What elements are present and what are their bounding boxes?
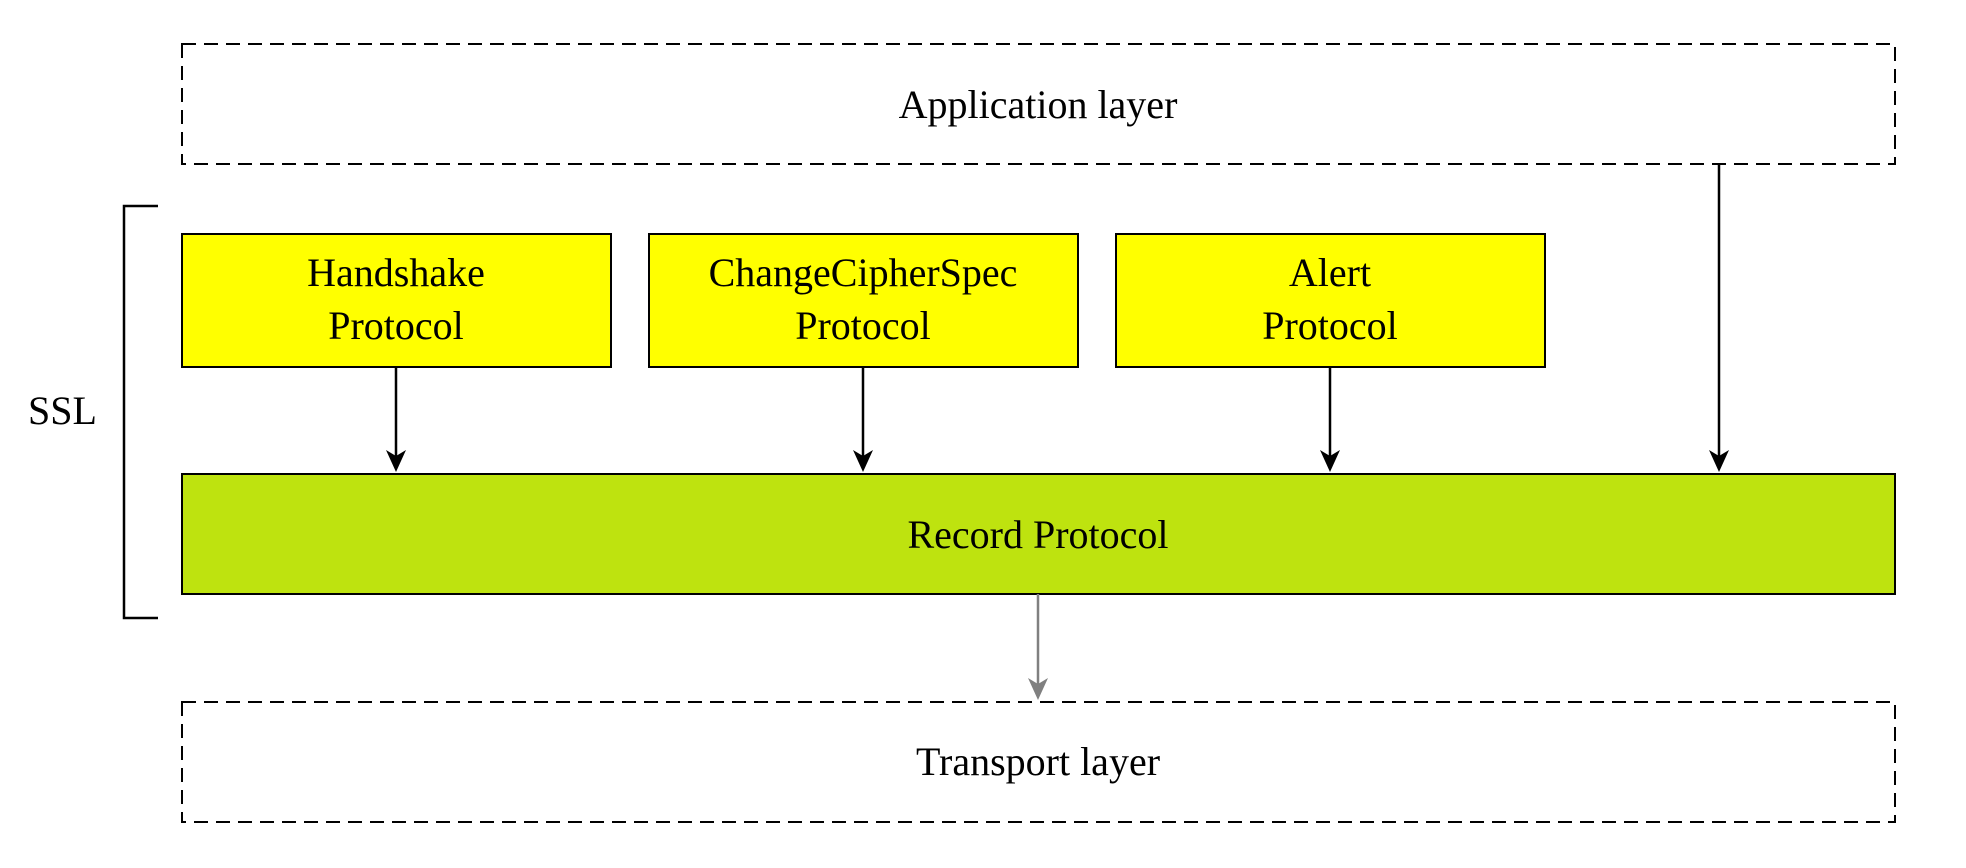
transport-layer-label: Transport layer <box>916 739 1160 784</box>
changecipherspec-protocol-line2: Protocol <box>795 303 931 348</box>
alert-protocol-line1: Alert <box>1289 250 1371 295</box>
ssl-label: SSL <box>28 388 97 433</box>
application-layer-label: Application layer <box>899 82 1178 127</box>
arrow-alert-to-record <box>1320 367 1340 472</box>
arrow-handshake-to-record <box>386 367 406 472</box>
application-layer-box: Application layer <box>181 43 1896 165</box>
arrow-application-to-record <box>1709 164 1729 472</box>
arrow-changecipherspec-to-record <box>853 367 873 472</box>
ssl-bracket <box>122 204 158 620</box>
handshake-protocol-line2: Protocol <box>328 303 464 348</box>
changecipherspec-protocol-line1: ChangeCipherSpec <box>709 250 1018 295</box>
changecipherspec-protocol-box: ChangeCipherSpec Protocol <box>648 233 1079 368</box>
handshake-protocol-box: Handshake Protocol <box>181 233 612 368</box>
handshake-protocol-line1: Handshake <box>307 250 485 295</box>
record-protocol-label: Record Protocol <box>907 512 1168 557</box>
transport-layer-box: Transport layer <box>181 701 1896 823</box>
arrow-record-to-transport <box>1028 594 1048 700</box>
record-protocol-box: Record Protocol <box>181 473 1896 595</box>
alert-protocol-line2: Protocol <box>1262 303 1398 348</box>
alert-protocol-box: Alert Protocol <box>1115 233 1546 368</box>
